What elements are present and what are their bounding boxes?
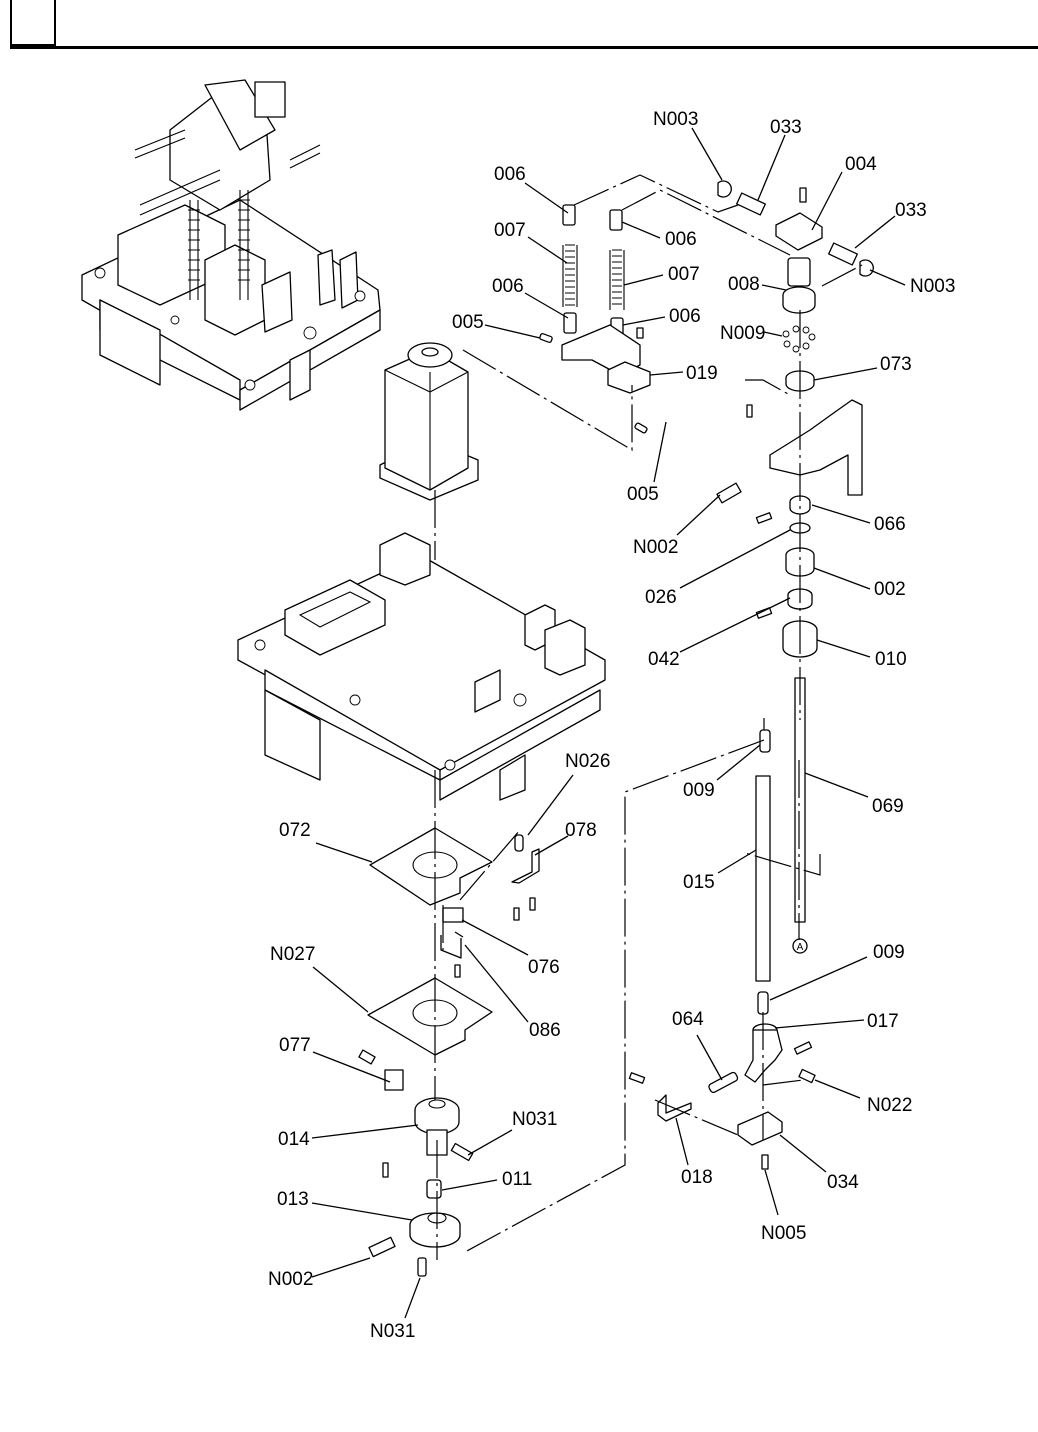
callout-n022: N022 [867, 1095, 912, 1116]
callout-n009: N009 [720, 323, 765, 344]
callout-026: 026 [645, 587, 677, 608]
assembly-centerlines [434, 174, 863, 1260]
bracket-parts-drawing [440, 834, 540, 978]
callout-072: 072 [279, 820, 311, 841]
callout-033: 033 [770, 117, 802, 138]
callout-005: 005 [452, 312, 484, 333]
callout-n002: N002 [633, 537, 678, 558]
callout-006: 006 [492, 276, 524, 297]
callout-033: 033 [895, 200, 927, 221]
connector-assembly-drawing [717, 180, 874, 277]
shafts-drawing: A [755, 677, 808, 1015]
callout-n027: N027 [270, 944, 315, 965]
lower-right-assembly-drawing [628, 1023, 816, 1170]
callout-042: 042 [648, 649, 680, 670]
gasket-n027-drawing [367, 977, 493, 1056]
callout-066: 066 [874, 514, 906, 535]
callout-078: 078 [565, 820, 597, 841]
base-plate-drawing [237, 532, 606, 801]
callout-006: 006 [494, 164, 526, 185]
callout-009: 009 [873, 942, 905, 963]
callout-labels: N003 033 004 033 N003 006 007 006 006 00… [268, 109, 955, 1342]
header-rule [10, 46, 1038, 49]
callout-002: 002 [874, 579, 906, 600]
leader-lines [311, 127, 906, 1319]
callout-006: 006 [665, 229, 697, 250]
callout-n003: N003 [653, 109, 698, 130]
callout-076: 076 [528, 957, 560, 978]
callout-086: 086 [529, 1020, 561, 1041]
callout-n031: N031 [512, 1109, 557, 1130]
callout-006: 006 [669, 306, 701, 327]
callout-073: 073 [880, 354, 912, 375]
plate-072-drawing [369, 827, 493, 906]
callout-077: 077 [279, 1035, 311, 1056]
assembled-unit-drawing [81, 79, 381, 411]
callout-009: 009 [683, 780, 715, 801]
callout-014: 014 [278, 1129, 310, 1150]
callout-017: 017 [867, 1011, 899, 1032]
motor-drawing [379, 342, 479, 501]
callout-008: 008 [728, 274, 760, 295]
callout-n002: N002 [268, 1269, 313, 1290]
callout-019: 019 [686, 363, 718, 384]
callout-004: 004 [845, 154, 877, 175]
callout-n026: N026 [565, 751, 610, 772]
reference-marker-a: A [797, 942, 804, 953]
callout-005: 005 [627, 484, 659, 505]
callout-015: 015 [683, 872, 715, 893]
callout-064: 064 [672, 1009, 704, 1030]
callout-n003: N003 [910, 276, 955, 297]
callout-018: 018 [681, 1167, 713, 1188]
callout-069: 069 [872, 796, 904, 817]
callout-007: 007 [668, 264, 700, 285]
callout-010: 010 [875, 649, 907, 670]
lower-assembly-drawing [358, 1049, 474, 1277]
callout-n005: N005 [761, 1223, 806, 1244]
callout-n031: N031 [370, 1321, 415, 1342]
callout-013: 013 [277, 1189, 309, 1210]
spring-assembly-drawing [539, 204, 651, 434]
shaft-stack-drawing [716, 257, 863, 658]
section-number-box [10, 0, 56, 46]
callout-034: 034 [827, 1172, 859, 1193]
callout-007: 007 [494, 220, 526, 241]
callout-011: 011 [502, 1169, 532, 1190]
